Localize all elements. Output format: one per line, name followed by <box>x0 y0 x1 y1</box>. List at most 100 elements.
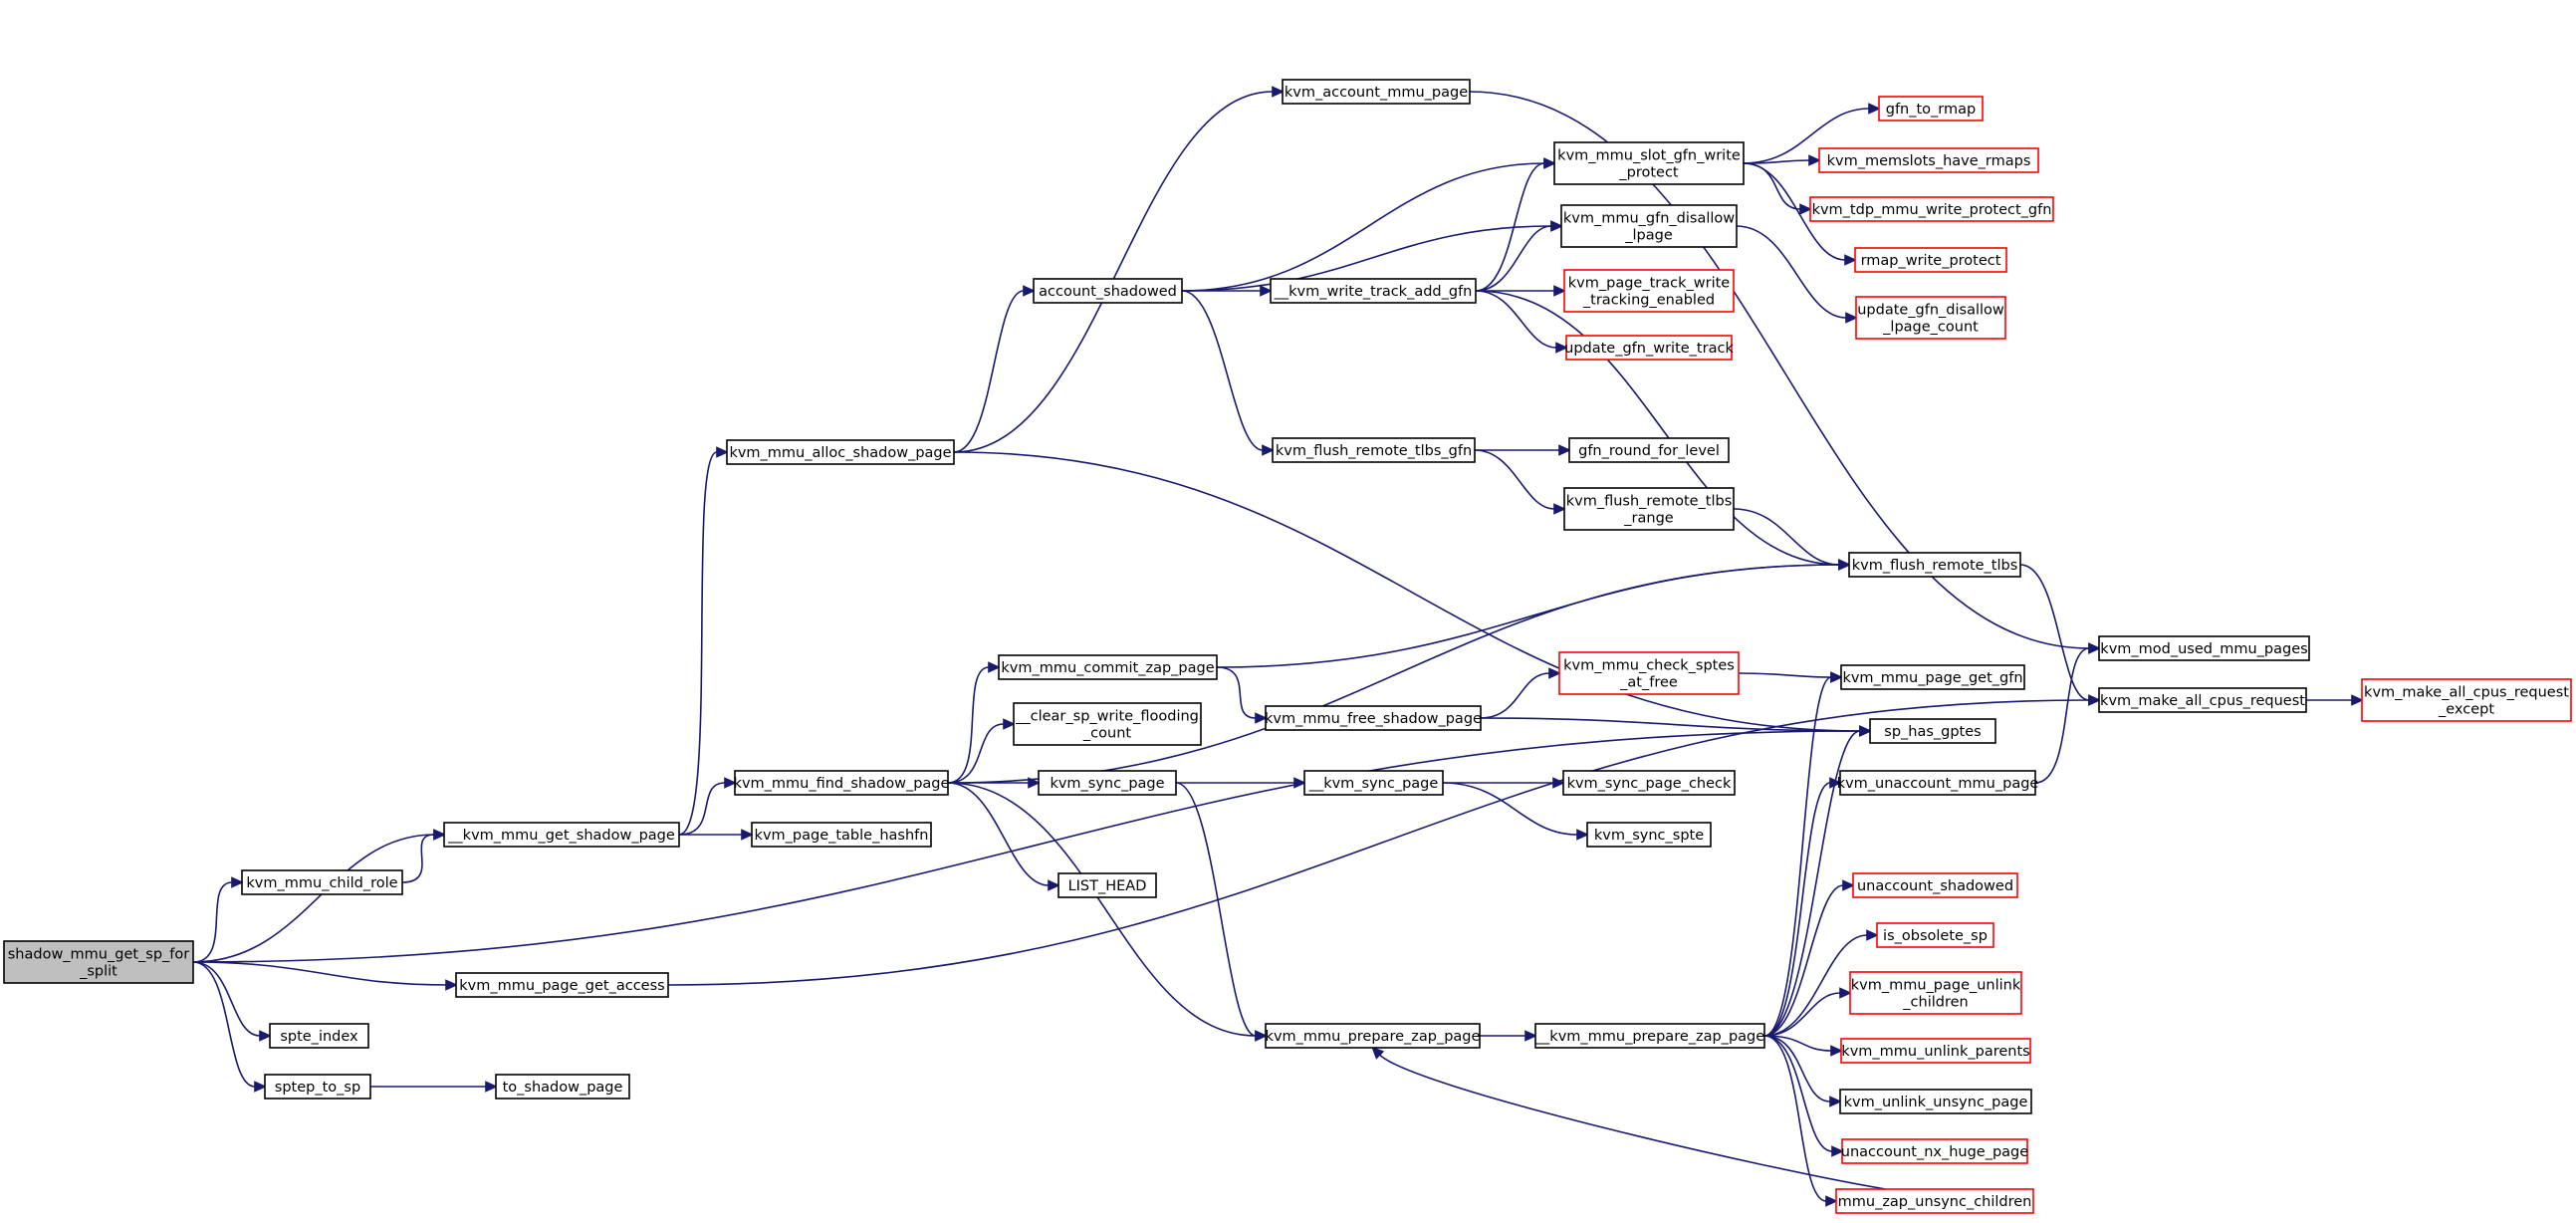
edge-arrowhead <box>1829 1096 1842 1107</box>
node-gfn-to-rmap[interactable]: gfn_to_rmap <box>1878 96 1984 122</box>
node-kvm-tdp-mmu-write-protect-gfn[interactable]: kvm_tdp_mmu_write_protect_gfn <box>1809 196 2054 222</box>
edge-40 <box>1216 559 1851 668</box>
edge-line <box>1763 1035 1832 1052</box>
node-kvm-mmu-commit-zap-page[interactable]: kvm_mmu_commit_zap_page <box>998 654 1218 680</box>
edge-line <box>1181 162 1545 292</box>
node-update-gfn-disallow-lpage-count[interactable]: update_gfn_disallow_lpage_count <box>1855 296 2006 340</box>
node-box <box>1586 822 1712 848</box>
node-spte-index[interactable]: spte_index <box>269 1023 369 1049</box>
node-kvm-mmu-check-sptes-at-free[interactable]: kvm_mmu_check_sptes_at_free <box>1558 651 1740 695</box>
edge-line <box>1480 717 1861 732</box>
node-kvm-flush-remote-tlbs[interactable]: kvm_flush_remote_tlbs <box>1848 552 2021 578</box>
node-kvm-unlink-unsync-page[interactable]: kvm_unlink_unsync_page <box>1839 1089 2032 1114</box>
edge-50 <box>1763 671 1843 1037</box>
node-kvm-mmu-page-unlink-children[interactable]: kvm_mmu_page_unlink_children <box>1849 971 2022 1015</box>
node-kvm-mmu-prepare-zap-page[interactable]: kvm_mmu_prepare_zap_page <box>1265 1023 1481 1049</box>
node-kvm-make-all-cpus-request[interactable]: kvm_make_all_cpus_request <box>2098 687 2307 713</box>
node-to-shadow-page[interactable]: to_shadow_page <box>495 1074 630 1100</box>
edge-arrowhead <box>1003 718 1016 730</box>
node-mmu-zap-unsync-children[interactable]: mmu_zap_unsync_children <box>1835 1188 2034 1214</box>
node-kvm-mmu-alloc-shadow-page[interactable]: kvm_mmu_alloc_shadow_page <box>726 439 955 465</box>
node-label: _count <box>1082 726 1131 742</box>
node-kvm-mmu-slot-gfn-write-protect[interactable]: kvm_mmu_slot_gfn_write_protect <box>1553 141 1745 185</box>
edge-arrowhead <box>2351 694 2364 706</box>
node-label: is_obsolete_sp <box>1883 928 1988 944</box>
edge-49 <box>1480 1030 1537 1042</box>
node-box <box>1835 1188 2034 1214</box>
node-kvm-write-track-add-gfn[interactable]: __kvm_write_track_add_gfn <box>1270 278 1477 304</box>
node-label: __kvm_write_track_add_gfn <box>1274 284 1473 300</box>
node-kvm-sync-page[interactable]: kvm_sync_page <box>1038 770 1177 796</box>
edge-arrowhead <box>1255 712 1268 724</box>
node-label: mmu_zap_unsync_children <box>1838 1194 2032 1210</box>
node-kvm-sync-spte[interactable]: kvm_sync_spte <box>1586 822 1712 848</box>
edge-36 <box>947 718 1016 784</box>
node-label: kvm_mmu_check_sptes <box>1563 658 1735 674</box>
edge-line <box>1763 1035 1827 1202</box>
node-account-shadowed[interactable]: account_shadowed <box>1033 278 1183 304</box>
node-rmap-write-protect[interactable]: rmap_write_protect <box>1854 247 2007 273</box>
node-is-obsolete-sp[interactable]: is_obsolete_sp <box>1876 922 1994 948</box>
edge-line <box>2034 647 2090 784</box>
node-box <box>1869 718 1996 744</box>
edge-arrowhead <box>1255 1030 1268 1042</box>
node-box <box>1840 664 2025 690</box>
edge-arrowhead <box>1866 929 1879 941</box>
node-box <box>726 439 955 465</box>
node-sp-has-gptes[interactable]: sp_has_gptes <box>1869 718 1996 744</box>
edge-29 <box>1736 225 1858 324</box>
node-kvm-sync-page[interactable]: __kvm_sync_page <box>1303 770 1444 796</box>
node-label: to_shadow_page <box>503 1080 623 1096</box>
edge-line <box>667 699 2090 986</box>
edge-arrowhead <box>1293 777 1306 789</box>
node-label: kvm_mmu_unlink_parents <box>1841 1044 2029 1060</box>
node-kvm-mmu-free-shadow-page[interactable]: kvm_mmu_free_shadow_page <box>1265 705 1482 731</box>
edge-52 <box>1763 777 1842 1037</box>
edge-57 <box>1763 1035 1842 1107</box>
node-kvm-mmu-find-shadow-page[interactable]: kvm_mmu_find_shadow_page <box>734 770 950 796</box>
edge-line <box>1763 676 1832 1037</box>
node-label: kvm_memslots_have_rmaps <box>1827 153 2031 169</box>
node-kvm-page-track-write-tracking-enabled[interactable]: kvm_page_track_write_tracking_enabled <box>1563 269 1735 313</box>
edge-line <box>1181 225 1552 292</box>
node-box <box>443 822 680 848</box>
node-kvm-mmu-unlink-parents[interactable]: kvm_mmu_unlink_parents <box>1840 1038 2031 1064</box>
node-kvm-memslots-have-rmaps[interactable]: kvm_memslots_have_rmaps <box>1818 147 2039 173</box>
edge-25 <box>1743 103 1881 164</box>
node-kvm-mmu-page-get-gfn[interactable]: kvm_mmu_page_get_gfn <box>1840 664 2025 690</box>
node-kvm-account-mmu-page[interactable]: kvm_account_mmu_page <box>1282 79 1471 105</box>
node-kvm-mmu-get-shadow-page[interactable]: __kvm_mmu_get_shadow_page <box>443 822 680 848</box>
node-kvm-flush-remote-tlbs-range[interactable]: kvm_flush_remote_tlbs_range <box>1563 487 1735 531</box>
node-kvm-mod-used-mmu-pages[interactable]: kvm_mod_used_mmu_pages <box>2098 635 2310 661</box>
node-unaccount-nx-huge-page[interactable]: unaccount_nx_huge_page <box>1841 1138 2028 1164</box>
node-LIST-HEAD[interactable]: LIST_HEAD <box>1057 872 1157 898</box>
node-kvm-flush-remote-tlbs-gfn[interactable]: kvm_flush_remote_tlbs_gfn <box>1272 437 1476 463</box>
node-kvm-unaccount-mmu-page[interactable]: kvm_unaccount_mmu_page <box>1837 770 2039 796</box>
node-box <box>2098 635 2310 661</box>
node-label: kvm_mod_used_mmu_pages <box>2100 641 2307 657</box>
node-kvm-mmu-page-get-access[interactable]: kvm_mmu_page_get_access <box>455 972 669 998</box>
node-kvm-mmu-child-role[interactable]: kvm_mmu_child_role <box>241 869 403 895</box>
node-kvm-make-all-cpus-request-except[interactable]: kvm_make_all_cpus_request_except <box>2361 678 2572 722</box>
node-kvm-sync-page-check[interactable]: kvm_sync_page_check <box>1562 770 1736 796</box>
node-clear-sp-write-flooding-count[interactable]: __clear_sp_write_flooding_count <box>1013 702 1202 746</box>
node-update-gfn-write-track[interactable]: update_gfn_write_track <box>1564 335 1734 361</box>
node-gfn-round-for-level[interactable]: gfn_round_for_level <box>1568 437 1730 463</box>
edge-arrowhead <box>1553 285 1566 297</box>
node-kvm-page-table-hashfn[interactable]: kvm_page_table_hashfn <box>751 822 932 848</box>
node-box <box>1033 278 1183 304</box>
node-label: kvm_page_table_hashfn <box>755 828 929 844</box>
edge-line <box>1475 162 1545 292</box>
node-root[interactable]: shadow_mmu_get_sp_for_split <box>3 940 194 984</box>
node-label: account_shadowed <box>1039 284 1177 300</box>
node-kvm-mmu-prepare-zap-page[interactable]: __kvm_mmu_prepare_zap_page <box>1534 1023 1765 1049</box>
edge-line <box>1216 564 1840 668</box>
node-kvm-mmu-gfn-disallow-lpage[interactable]: kvm_mmu_gfn_disallow_lpage <box>1560 204 1738 248</box>
node-label: spte_index <box>280 1029 358 1045</box>
node-box <box>1282 79 1471 105</box>
node-label: kvm_unaccount_mmu_page <box>1837 776 2039 792</box>
node-sptep-to-sp[interactable]: sptep_to_sp <box>264 1074 371 1100</box>
edge-line <box>1763 992 1841 1037</box>
node-box <box>1563 487 1735 531</box>
node-unaccount-shadowed[interactable]: unaccount_shadowed <box>1852 872 2018 898</box>
